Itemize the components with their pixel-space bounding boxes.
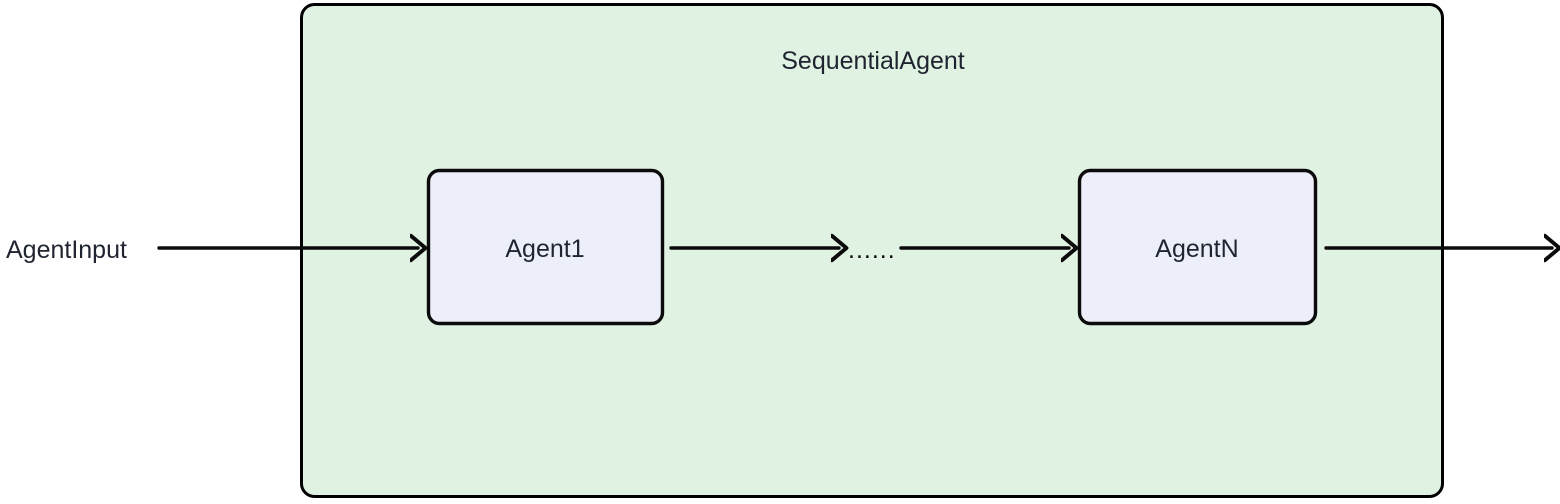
node-agent1-label: Agent1 <box>505 235 584 263</box>
node-ellipsis-label: ...... <box>848 236 896 264</box>
node-agentn-label: AgentN <box>1155 235 1238 263</box>
sequential-agent-group <box>300 3 1444 498</box>
group-title: SequentialAgent <box>781 47 965 75</box>
node-agent1[interactable] <box>426 168 665 326</box>
agent-input-label: AgentInput <box>6 236 127 264</box>
node-agentn[interactable] <box>1077 168 1318 326</box>
